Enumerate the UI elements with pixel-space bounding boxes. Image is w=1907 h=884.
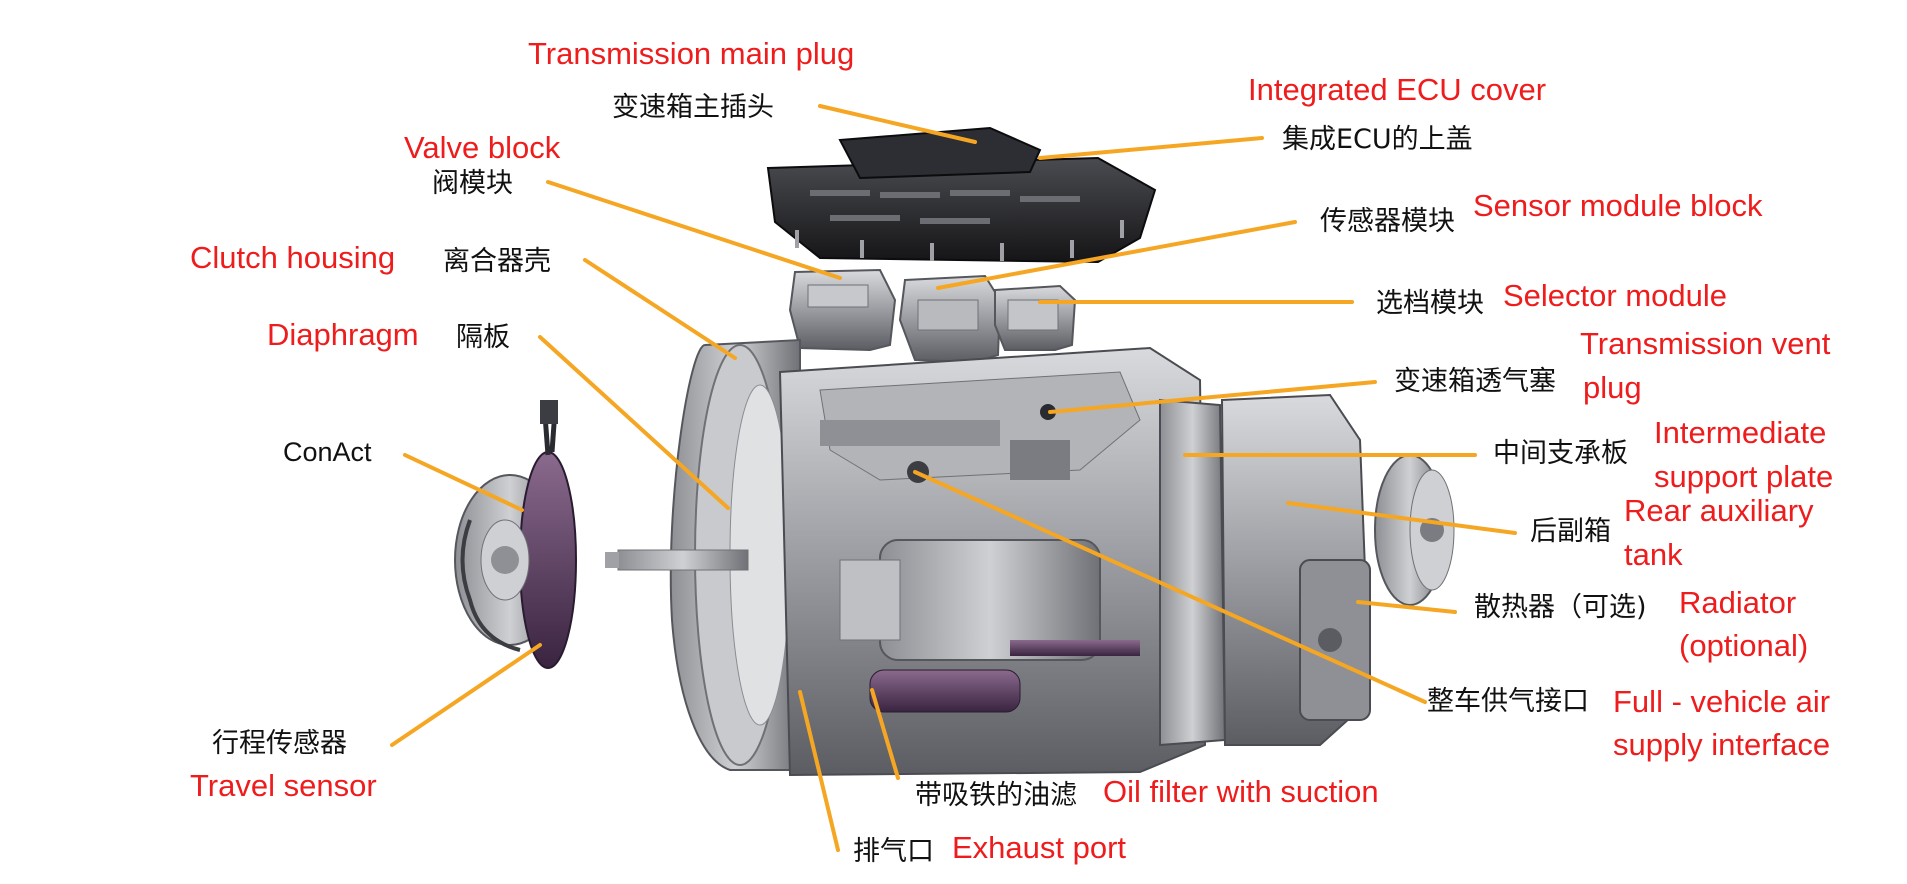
label-rear-aux-en-2: tank bbox=[1624, 537, 1683, 572]
leader-ecu-cover bbox=[1038, 136, 1264, 160]
label-intermediate-plate-en-1: Intermediate bbox=[1654, 415, 1827, 450]
label-air-supply-en-1: Full - vehicle air bbox=[1613, 684, 1831, 719]
label-oil-filter-en: Oil filter with suction bbox=[1103, 774, 1379, 809]
label-conact: ConAct bbox=[283, 437, 372, 467]
radiator-part bbox=[1299, 559, 1371, 721]
leader-conact bbox=[403, 453, 524, 512]
leader-travel-sensor bbox=[390, 643, 542, 747]
leader-main-plug bbox=[818, 104, 977, 144]
label-air-supply-en-2: supply interface bbox=[1613, 727, 1831, 762]
valve-block-part bbox=[788, 268, 897, 352]
label-travel-sensor-cn: 行程传感器 bbox=[212, 728, 347, 759]
label-rear-aux-cn: 后副箱 bbox=[1530, 516, 1611, 547]
label-valve-block-en: Valve block bbox=[404, 130, 561, 165]
leader-air-supply bbox=[913, 470, 1427, 704]
label-radiator-cn: 散热器（可选) bbox=[1474, 592, 1647, 623]
label-radiator-en-2: (optional) bbox=[1679, 628, 1809, 663]
label-intermediate-plate-cn: 中间支承板 bbox=[1493, 438, 1628, 469]
label-clutch-housing-cn: 离合器壳 bbox=[443, 246, 551, 277]
leader-rear-aux bbox=[1286, 501, 1517, 535]
leader-vent-plug bbox=[1048, 380, 1377, 414]
label-vent-plug-cn: 变速箱透气塞 bbox=[1394, 366, 1556, 397]
label-rear-aux-en-1: Rear auxiliary bbox=[1624, 493, 1814, 528]
label-exhaust-cn: 排气口 bbox=[853, 836, 934, 867]
conact-actuator-part bbox=[454, 400, 577, 669]
label-diaphragm-en: Diaphragm bbox=[267, 317, 419, 352]
label-valve-block-cn: 阀模块 bbox=[432, 168, 513, 199]
label-ecu-cover-en: Integrated ECU cover bbox=[1248, 72, 1547, 107]
leader-lines bbox=[390, 104, 1517, 852]
label-oil-filter-cn: 带吸铁的油滤 bbox=[915, 780, 1077, 811]
ecu-cover-part bbox=[766, 126, 1157, 264]
leader-sensor-module bbox=[936, 220, 1297, 290]
label-exhaust-en: Exhaust port bbox=[952, 830, 1127, 865]
leader-valve-block bbox=[546, 180, 842, 280]
label-sensor-module-en: Sensor module block bbox=[1473, 188, 1763, 223]
sensor-module-part bbox=[898, 274, 1002, 364]
leader-radiator bbox=[1356, 600, 1457, 614]
label-selector-module-cn: 选档模块 bbox=[1376, 288, 1484, 319]
intermediate-plate-part bbox=[1159, 398, 1227, 747]
label-ecu-cover-cn: 集成ECU的上盖 bbox=[1282, 124, 1473, 155]
label-main-plug-cn: 变速箱主插头 bbox=[612, 92, 774, 123]
label-travel-sensor-en: Travel sensor bbox=[190, 768, 377, 803]
label-vent-plug-en-1: Transmission vent bbox=[1580, 326, 1831, 361]
leader-diaphragm bbox=[538, 335, 730, 510]
selector-module-part bbox=[994, 284, 1077, 351]
label-sensor-module-cn: 传感器模块 bbox=[1320, 206, 1455, 237]
gear-shaft-part bbox=[839, 539, 1140, 713]
input-shaft-part bbox=[605, 549, 749, 571]
label-radiator-en-1: Radiator bbox=[1679, 585, 1797, 620]
label-selector-module-en: Selector module bbox=[1503, 278, 1728, 313]
label-vent-plug-en-2: plug bbox=[1583, 370, 1642, 405]
label-main-plug-en: Transmission main plug bbox=[528, 36, 855, 71]
label-diaphragm-cn: 隔板 bbox=[456, 322, 510, 353]
label-clutch-housing-en: Clutch housing bbox=[190, 240, 396, 275]
label-air-supply-cn: 整车供气接口 bbox=[1427, 686, 1589, 717]
leader-oil-filter bbox=[870, 688, 900, 780]
leader-exhaust bbox=[798, 690, 840, 852]
label-intermediate-plate-en-2: support plate bbox=[1654, 459, 1834, 494]
leader-clutch-housing bbox=[583, 258, 737, 360]
